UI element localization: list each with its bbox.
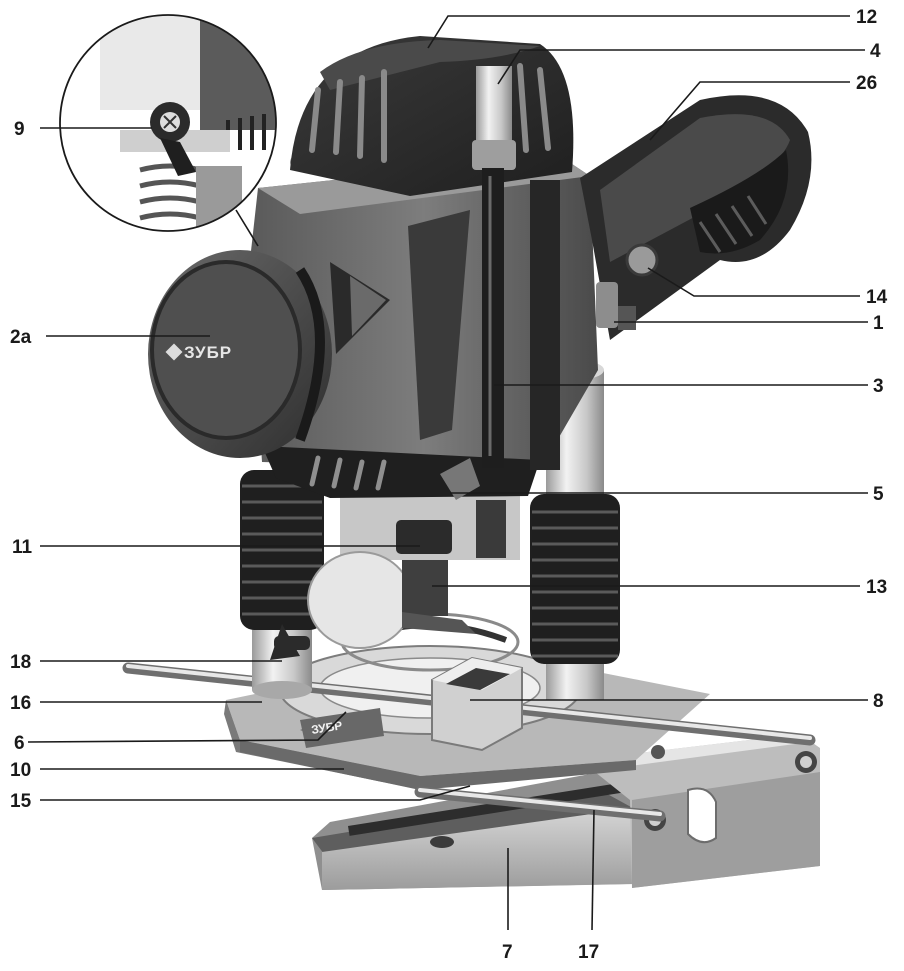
callout-13: 13	[866, 577, 887, 598]
left-bellows	[240, 470, 324, 630]
motor-top-cap	[290, 36, 574, 196]
callout-18: 18	[10, 652, 31, 673]
callout-3: 3	[873, 376, 884, 397]
power-switch	[596, 282, 618, 328]
depth-lock-lever	[440, 458, 480, 500]
depth-stop-lever	[274, 636, 310, 650]
callout-17: 17	[578, 942, 599, 963]
depth-stop-bar	[482, 168, 504, 468]
parallel-fence	[580, 734, 820, 888]
right-bellows	[530, 494, 620, 664]
turret-knob	[431, 656, 523, 752]
callout-5: 5	[873, 484, 884, 505]
knob-logo-text: ЗУБР	[184, 343, 232, 362]
callout-2a: 2a	[10, 327, 32, 348]
callout-15: 15	[10, 791, 32, 812]
callout-10: 10	[10, 760, 31, 781]
callout-12: 12	[856, 7, 877, 28]
fine-adjust-knob	[476, 66, 512, 146]
callout-6: 6	[14, 733, 25, 754]
left-knob-handle: ЗУБР	[148, 250, 332, 458]
spindle-lock-button	[396, 520, 452, 554]
callout-8: 8	[873, 691, 884, 712]
collet-nut	[402, 560, 448, 616]
callout-4: 4	[870, 41, 881, 62]
right-handle	[580, 95, 812, 340]
callout-labels: 12 4 26 9 2a 14 1 3 5 11 13 18 16 8 6 10…	[10, 7, 888, 963]
callout-26: 26	[856, 73, 877, 94]
callout-16: 16	[10, 693, 31, 714]
callout-14: 14	[866, 287, 888, 308]
callout-9: 9	[14, 119, 25, 140]
lock-off-button	[625, 243, 659, 277]
left-column	[240, 470, 324, 699]
callout-1: 1	[873, 313, 884, 334]
depth-rod	[472, 66, 560, 470]
router-illustration: ЗУБР	[59, 14, 820, 890]
leader-lines	[27, 15, 868, 931]
callout-7: 7	[502, 942, 513, 963]
callout-11: 11	[12, 537, 33, 558]
collet-assembly	[307, 480, 520, 649]
